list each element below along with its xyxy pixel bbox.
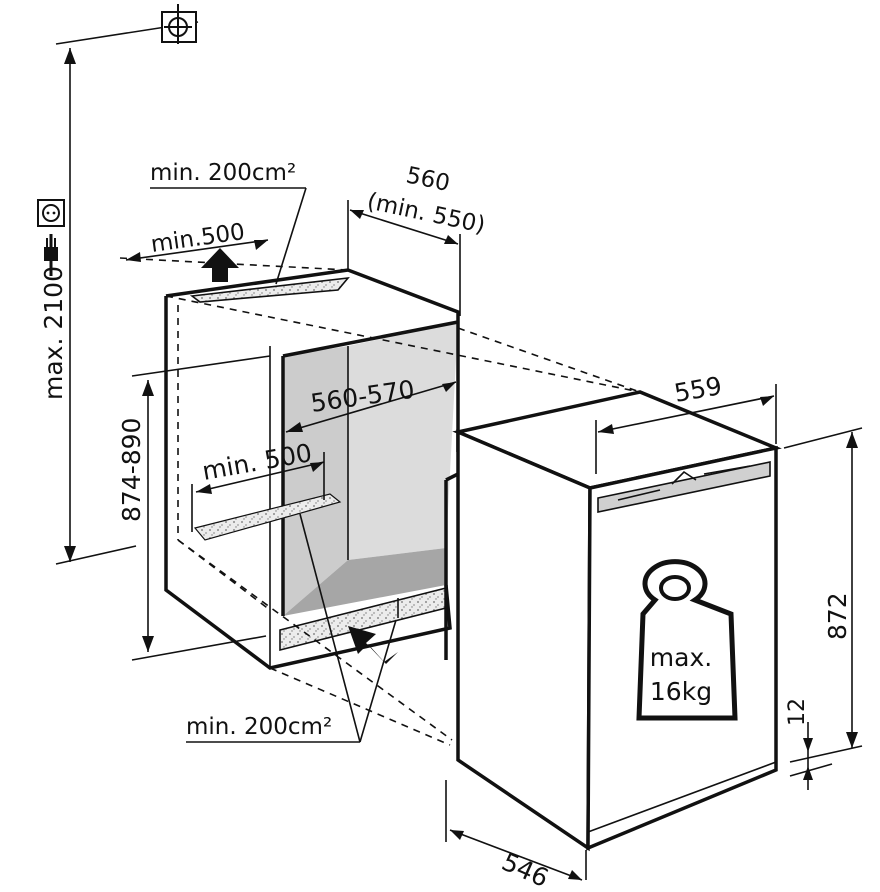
plinth-gap-label: 12 (785, 698, 810, 726)
proj-bottom (269, 667, 451, 746)
proj-floor-back (177, 539, 453, 741)
floor-vent-slot (193, 493, 342, 541)
bottom-vent-label: min. 200cm² (186, 714, 332, 740)
crosshair-position-icon (161, 4, 197, 44)
dim-appliance-height: 872 (783, 427, 863, 763)
niche-cabinet (164, 268, 460, 670)
weight-icon: max. 16kg (636, 559, 738, 721)
door-handle[interactable] (597, 461, 771, 513)
niche-floor (283, 548, 446, 616)
door-gap (587, 761, 777, 833)
handle-groove-left (617, 489, 661, 501)
niche-outline-outer (165, 268, 460, 452)
appliance-height-label: 872 (823, 592, 852, 640)
dim-plinth-gap: 12 (785, 698, 833, 790)
niche-side-wall (348, 322, 458, 560)
weight-max-label: max. (650, 643, 712, 672)
plug-icon (44, 234, 58, 276)
dim-top-vent: min. 200cm² (150, 160, 307, 285)
dim-niche-height: 874-890 (117, 355, 271, 661)
handle-notch (671, 470, 697, 485)
niche-height-label: 874-890 (117, 418, 146, 522)
appliance: max. 16kg (444, 390, 782, 852)
niche-depth-top-label: min.500 (149, 219, 246, 258)
appliance-back-joint (445, 472, 459, 482)
niche-back-wall (283, 346, 348, 616)
socket-icon (37, 199, 65, 227)
top-vent-label: min. 200cm² (150, 160, 296, 186)
appliance-width-label: 559 (672, 371, 724, 408)
dim-bottom-vent: min. 200cm² (186, 513, 397, 743)
dim-niche-depth-top: min.500 (125, 219, 269, 262)
dim-appliance-width: 559 (595, 371, 777, 474)
handle-groove-right (703, 465, 751, 475)
top-vent-slot (189, 276, 350, 303)
airflow-arrow-icon-bottom (348, 626, 398, 664)
niche-width-min-label: (min. 550) (365, 188, 488, 238)
niche-opening (282, 320, 459, 358)
dim-niche-width: 560 (min. 550) (347, 162, 488, 316)
airflow-arrow-icon-top (201, 248, 239, 282)
weight-value-label: 16kg (650, 677, 712, 706)
max-height-label: max. 2100 (39, 266, 68, 400)
proj-mid (457, 327, 641, 393)
projection-lines (119, 257, 641, 746)
proj-top-front (165, 295, 641, 393)
niche-width-label: 560 (404, 162, 452, 197)
appliance-depth-label: 546 (498, 847, 553, 892)
appliance-side (456, 429, 592, 852)
